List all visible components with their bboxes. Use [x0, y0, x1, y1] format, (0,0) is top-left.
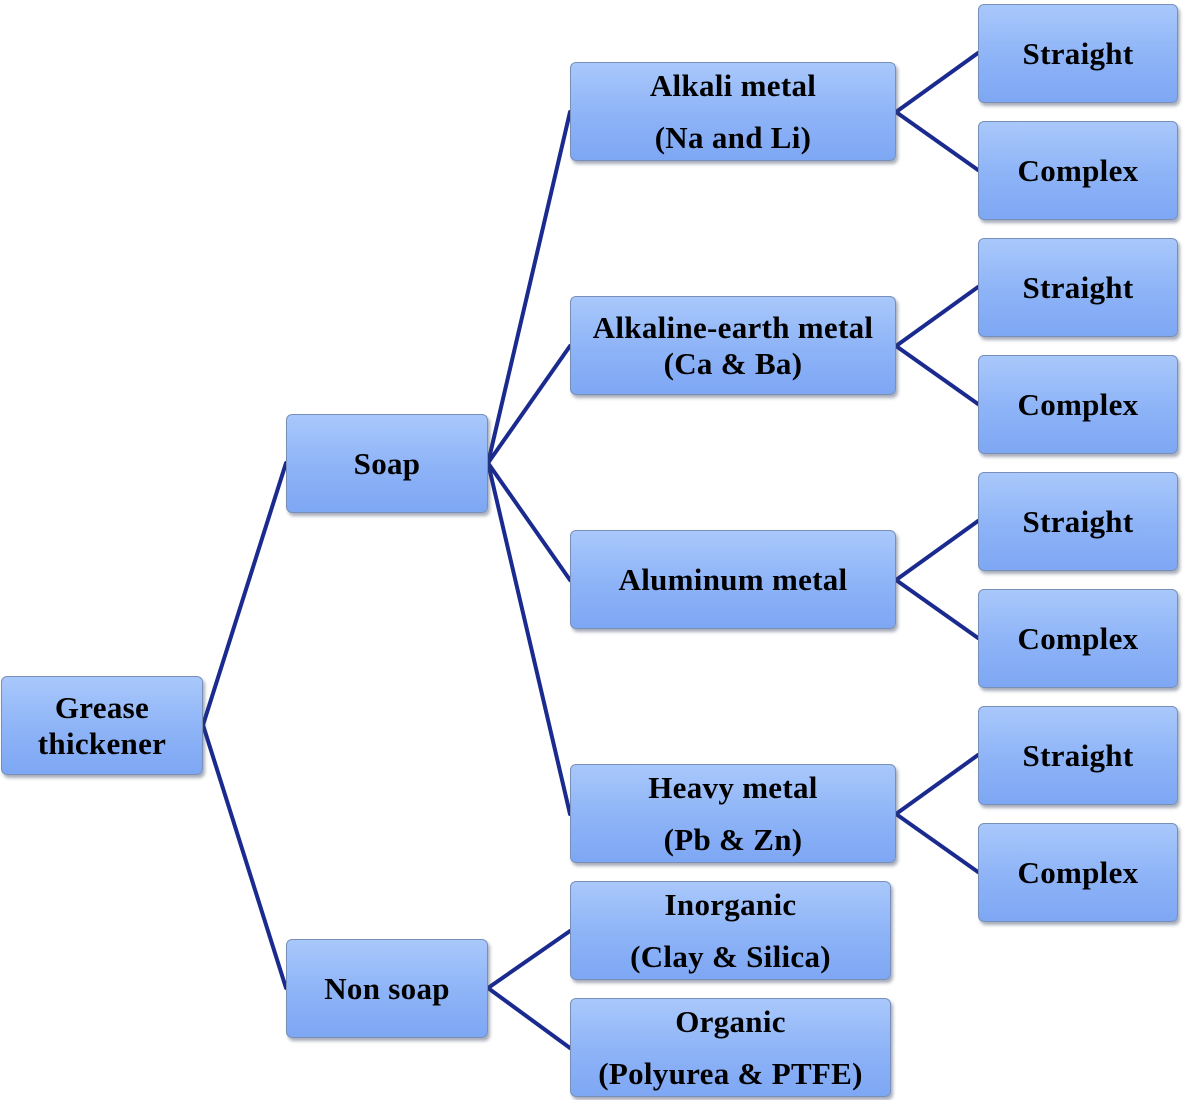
node-alkali-straight-label: Straight: [1022, 35, 1134, 71]
node-soap-label: Soap: [353, 445, 421, 481]
node-alkaline-earth-complex: Complex: [978, 355, 1178, 454]
node-organic-line2: (Polyurea & PTFE): [598, 1055, 863, 1091]
node-aluminum-complex: Complex: [978, 589, 1178, 688]
node-inorganic-line1: Inorganic: [664, 887, 797, 923]
connector-heavy-complex: [894, 812, 980, 874]
connector-soap-alkali: [486, 110, 572, 465]
node-alkaline-earth-complex-label: Complex: [1017, 386, 1139, 422]
node-inorganic: Inorganic (Clay & Silica): [570, 881, 891, 980]
node-heavy-complex-label: Complex: [1017, 854, 1139, 890]
connector-aluminum-straight: [894, 519, 980, 582]
node-alkali-metal: Alkali metal (Na and Li): [570, 62, 896, 161]
node-alkaline-earth-metal: Alkaline-earth metal (Ca & Ba): [570, 296, 896, 395]
node-non-soap: Non soap: [286, 939, 488, 1038]
connector-soap-aluminum: [486, 461, 572, 582]
connector-alkaline-earth-complex: [894, 344, 980, 406]
node-alkali-straight: Straight: [978, 4, 1178, 103]
node-aluminum-metal: Aluminum metal: [570, 530, 896, 629]
node-alkali-metal-line2: (Na and Li): [654, 119, 812, 155]
node-alkaline-earth-straight-label: Straight: [1022, 269, 1134, 305]
node-heavy-metal: Heavy metal (Pb & Zn): [570, 764, 896, 863]
node-grease-thickener: Grease thickener: [1, 676, 203, 775]
connector-root-non-soap: [201, 723, 288, 990]
node-alkali-complex: Complex: [978, 121, 1178, 220]
node-heavy-metal-line2: (Pb & Zn): [663, 821, 803, 857]
node-non-soap-label: Non soap: [324, 970, 450, 1006]
node-heavy-metal-line1: Heavy metal: [648, 770, 818, 806]
node-heavy-straight: Straight: [978, 706, 1178, 805]
node-alkaline-earth-metal-line1: Alkaline-earth metal: [592, 309, 874, 345]
node-alkaline-earth-metal-line2: (Ca & Ba): [663, 345, 803, 381]
node-aluminum-straight: Straight: [978, 472, 1178, 571]
connector-aluminum-complex: [894, 578, 980, 640]
node-grease-thickener-line2: thickener: [37, 725, 167, 761]
connector-heavy-straight: [894, 753, 980, 816]
node-organic: Organic (Polyurea & PTFE): [570, 998, 891, 1097]
node-aluminum-complex-label: Complex: [1017, 620, 1139, 656]
connector-alkali-complex: [894, 110, 980, 172]
node-soap: Soap: [286, 414, 488, 513]
node-aluminum-metal-label: Aluminum metal: [618, 561, 848, 597]
connector-alkaline-earth-straight: [894, 285, 980, 348]
node-heavy-straight-label: Straight: [1022, 737, 1134, 773]
node-alkali-complex-label: Complex: [1017, 152, 1139, 188]
node-heavy-complex: Complex: [978, 823, 1178, 922]
node-aluminum-straight-label: Straight: [1022, 503, 1134, 539]
node-grease-thickener-line1: Grease: [54, 689, 150, 725]
node-alkaline-earth-straight: Straight: [978, 238, 1178, 337]
node-organic-line1: Organic: [675, 1004, 786, 1040]
connector-root-soap: [201, 461, 288, 727]
connector-non-soap-organic: [486, 986, 572, 1050]
connector-alkali-straight: [894, 51, 980, 114]
connector-non-soap-inorganic: [486, 929, 572, 990]
node-alkali-metal-line1: Alkali metal: [649, 68, 817, 104]
connector-soap-heavy: [486, 461, 572, 816]
node-inorganic-line2: (Clay & Silica): [630, 938, 831, 974]
connector-soap-alkaline-earth: [486, 344, 572, 465]
